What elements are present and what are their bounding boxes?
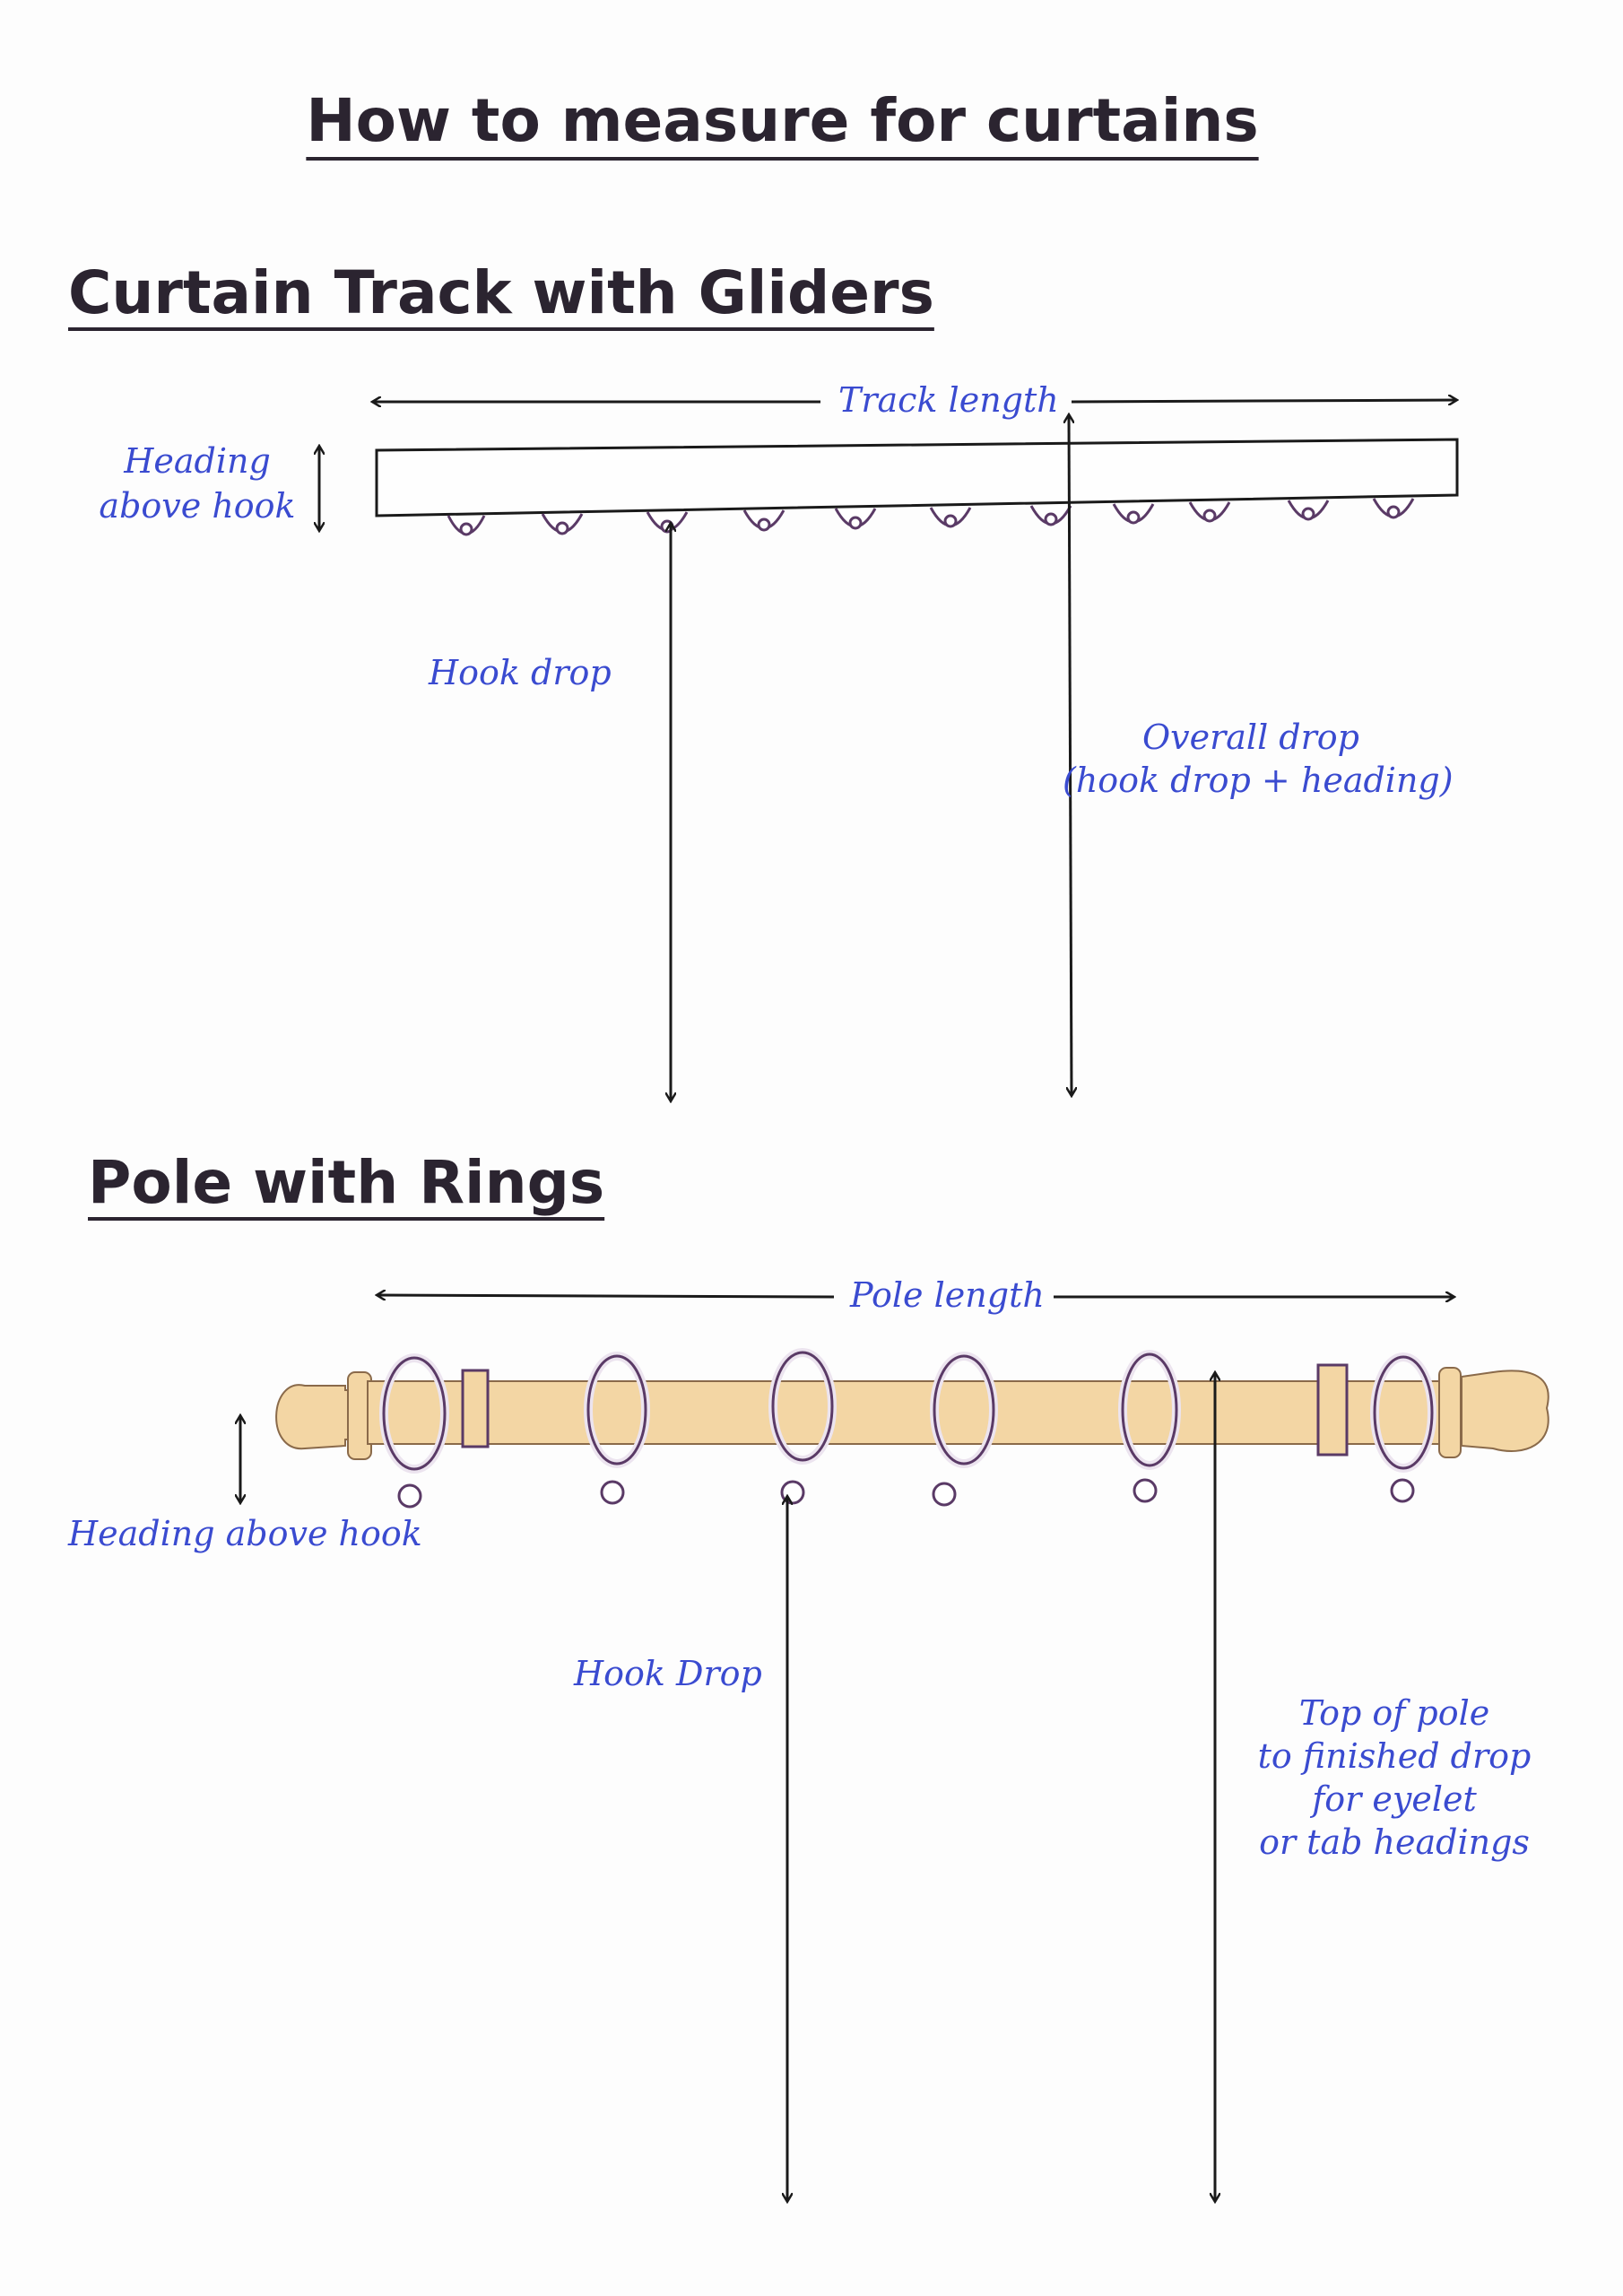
pole-bracket <box>1316 1363 1349 1457</box>
pole-length-label: Pole length <box>850 1275 1045 1315</box>
pole-top-drop-label-line3: for eyelet <box>1312 1779 1477 1819</box>
right-bracket <box>1438 1367 1462 1458</box>
glider <box>1372 498 1415 519</box>
glider <box>742 509 785 532</box>
glider <box>1112 503 1155 525</box>
glider <box>834 508 877 530</box>
glider <box>1188 501 1231 523</box>
right-finial <box>1461 1370 1549 1452</box>
glider <box>646 511 689 534</box>
ring <box>584 1352 650 1505</box>
track-hook-drop-label: Hook drop <box>429 653 612 692</box>
pole-rod <box>367 1380 1462 1445</box>
ring <box>379 1353 449 1509</box>
left-finial <box>275 1384 355 1450</box>
track-overall-drop-label-line1: Overall drop <box>1141 718 1359 757</box>
ring <box>930 1352 998 1507</box>
pole-length-arrow <box>377 1295 1454 1297</box>
curtain-pole <box>275 1367 1549 1460</box>
glider <box>1287 500 1330 521</box>
pole-section-heading: Pole with Rings <box>88 1148 605 1217</box>
track-section-heading: Curtain Track with Gliders <box>68 258 934 327</box>
track-heading-label-line2: above hook <box>99 486 296 526</box>
page-title: How to measure for curtains <box>306 86 1259 155</box>
pole-hook-drop-label: Hook Drop <box>574 1654 762 1693</box>
glider <box>1029 505 1072 526</box>
ring <box>1370 1352 1436 1503</box>
track-length-label: Track length <box>838 380 1059 420</box>
ring <box>768 1348 837 1505</box>
pole-bracket <box>461 1369 490 1448</box>
pole-top-drop-label-line4: or tab headings <box>1259 1822 1530 1862</box>
track-heading-label-line1: Heading <box>124 441 271 481</box>
glider <box>541 513 584 535</box>
curtain-track <box>375 438 1459 517</box>
pole-top-drop-label-line2: to finished drop <box>1257 1736 1532 1776</box>
pole-rings <box>379 1348 1436 1509</box>
track-overall-drop-arrow <box>1069 414 1072 1096</box>
glider <box>447 515 486 536</box>
glider <box>929 507 972 528</box>
track-gliders <box>447 498 1415 536</box>
track-length-arrow <box>372 400 1457 402</box>
pole-top-drop-label-line1: Top of pole <box>1298 1693 1490 1733</box>
ring <box>1118 1350 1181 1503</box>
pole-heading-label: Heading above hook <box>68 1514 422 1553</box>
track-overall-drop-label-line2: (hook drop + heading) <box>1063 761 1454 800</box>
